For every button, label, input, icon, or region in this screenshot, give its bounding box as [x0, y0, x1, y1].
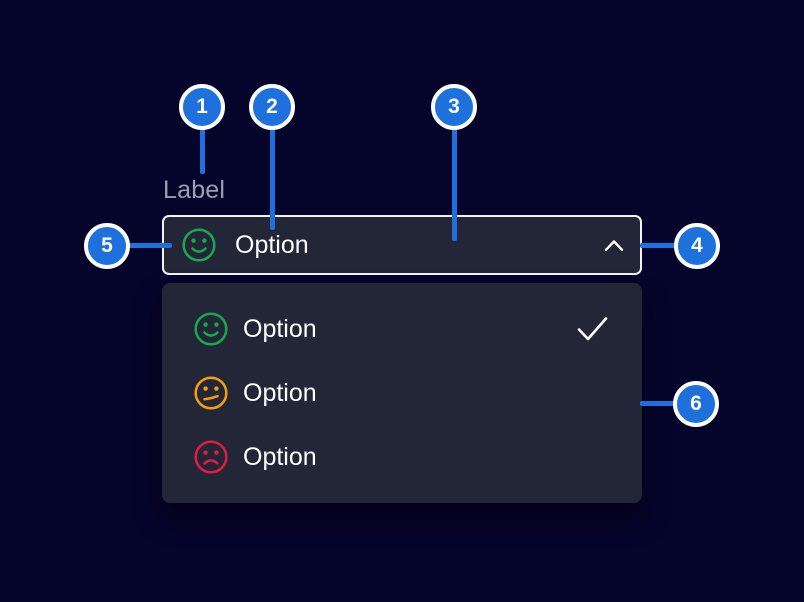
menu-item-neutral[interactable]: Option — [162, 361, 642, 425]
callout-badge-5: 5 — [84, 223, 130, 269]
dropdown-menu: Option Option Option — [162, 283, 642, 503]
callout-line-2 — [270, 128, 275, 230]
callout-badge-1: 1 — [179, 84, 225, 130]
callout-line-5 — [128, 243, 172, 248]
callout-badge-2: 2 — [249, 84, 295, 130]
callout-badge-6: 6 — [673, 381, 719, 427]
menu-item-label: Option — [243, 378, 317, 407]
happy-face-icon — [182, 228, 216, 262]
menu-item-happy[interactable]: Option — [162, 297, 642, 361]
callout-line-4 — [640, 243, 676, 248]
menu-item-sad[interactable]: Option — [162, 425, 642, 489]
select-label: Label — [163, 176, 226, 204]
select-trigger[interactable]: Option — [162, 215, 642, 275]
happy-face-icon — [194, 312, 228, 346]
menu-item-label: Option — [243, 442, 317, 471]
chevron-up-icon[interactable] — [604, 239, 624, 252]
callout-badge-3: 3 — [431, 84, 477, 130]
sad-face-icon — [194, 440, 228, 474]
callout-line-3 — [452, 128, 457, 241]
callout-line-1 — [200, 128, 205, 174]
callout-badge-4: 4 — [674, 223, 720, 269]
select-value: Option — [235, 230, 309, 259]
menu-item-label: Option — [243, 314, 317, 343]
checkmark-icon — [577, 316, 608, 342]
callout-line-6 — [640, 401, 675, 406]
neutral-face-icon — [194, 376, 228, 410]
